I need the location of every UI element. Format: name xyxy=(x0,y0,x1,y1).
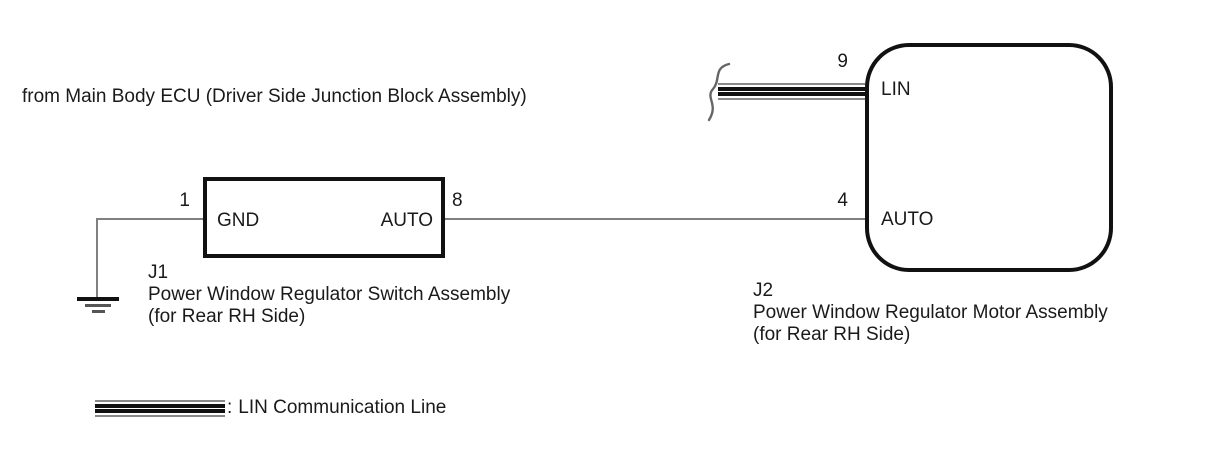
legend-entry: :LIN Communication Line xyxy=(227,397,446,419)
auto-signal-wire xyxy=(445,218,865,220)
motor-assembly-caption: J2 Power Window Regulator Motor Assembly… xyxy=(753,280,1108,346)
source-note: from Main Body ECU (Driver Side Junction… xyxy=(22,86,527,107)
pin-label-auto-j2: AUTO xyxy=(881,209,934,230)
lin-communication-line xyxy=(718,83,865,100)
pin-number-9: 9 xyxy=(837,51,848,72)
ground-wire-vertical xyxy=(96,218,98,298)
motor-assembly-box: LIN AUTO xyxy=(865,43,1113,272)
switch-assembly-box: GND AUTO xyxy=(203,177,445,258)
pin-number-4: 4 xyxy=(837,190,848,211)
pin-number-8: 8 xyxy=(452,190,463,211)
switch-assembly-caption: J1 Power Window Regulator Switch Assembl… xyxy=(148,262,510,328)
legend-separator: : xyxy=(227,397,233,418)
motor-assembly-name: Power Window Regulator Motor Assembly xyxy=(753,302,1108,323)
pin-label-auto-j1: AUTO xyxy=(380,210,433,231)
switch-assembly-variant: (for Rear RH Side) xyxy=(148,306,306,327)
pin-label-lin: LIN xyxy=(881,79,911,100)
switch-assembly-code: J1 xyxy=(148,262,169,283)
motor-assembly-code: J2 xyxy=(753,280,774,301)
pin-number-1: 1 xyxy=(179,190,190,211)
legend-label: LIN Communication Line xyxy=(238,397,447,418)
switch-assembly-name: Power Window Regulator Switch Assembly xyxy=(148,284,511,305)
motor-assembly-variant: (for Rear RH Side) xyxy=(753,324,911,345)
ground-wire-horizontal xyxy=(96,218,203,220)
pin-label-gnd: GND xyxy=(217,210,260,231)
wire-break-squiggle-icon xyxy=(707,62,731,122)
legend-lin-line-sample xyxy=(95,400,225,417)
